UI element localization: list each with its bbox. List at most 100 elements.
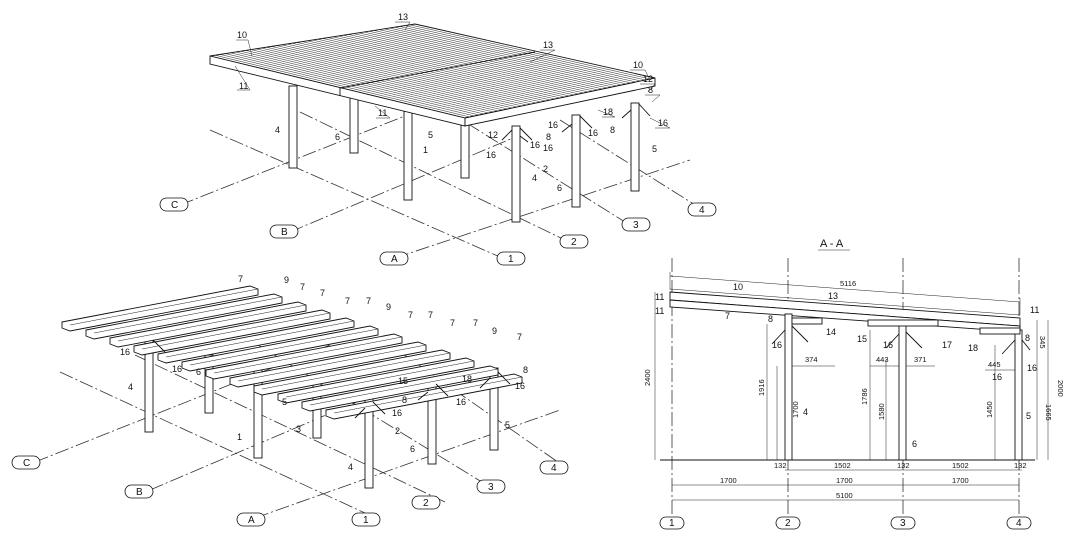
rafter-edge xyxy=(261,352,451,390)
part-label: 5 xyxy=(1026,411,1031,421)
part-label: 16 xyxy=(883,340,893,350)
roof-slat xyxy=(358,32,603,90)
roof-slat xyxy=(312,39,561,99)
rafter-edge xyxy=(213,336,403,374)
part-label: 6 xyxy=(196,367,201,377)
dim-label: 1580 xyxy=(877,403,886,420)
roof-slat xyxy=(389,27,632,84)
roof-slat xyxy=(322,38,570,97)
frame-pergola-view: C B A 1 2 3 4 7 9 7 7 7 7 9 7 7 7 7 9 7 … xyxy=(11,274,569,527)
part-label: 13 xyxy=(543,40,553,50)
dim-label: 5116 xyxy=(840,279,856,288)
dim-label: 1502 xyxy=(834,461,851,470)
axis-label: 4 xyxy=(699,205,705,216)
part-label: 5 xyxy=(652,144,657,154)
roof-slat xyxy=(363,31,608,89)
part-label: 6 xyxy=(410,444,415,454)
part-label: 7 xyxy=(725,311,730,321)
roof-slat xyxy=(327,37,575,96)
rafter xyxy=(277,357,475,404)
roof-slat xyxy=(338,35,584,94)
part-label: 4 xyxy=(532,173,537,183)
roof-slat xyxy=(379,29,622,86)
rafter xyxy=(181,325,379,372)
dim-label: 345 xyxy=(1038,336,1047,349)
part-label: 7 xyxy=(300,282,305,292)
rafter xyxy=(85,293,283,340)
part-label: 7 xyxy=(408,310,413,320)
rafter xyxy=(205,333,403,380)
roof-slat xyxy=(332,36,580,95)
dim-label: 132 xyxy=(897,461,910,470)
section-posts xyxy=(771,313,1031,461)
axis-label: C xyxy=(171,200,178,211)
part-label: 2 xyxy=(543,164,548,174)
part-label: 6 xyxy=(912,439,917,449)
roof-slat xyxy=(291,42,542,103)
part-label: 2 xyxy=(395,426,400,436)
part-label: 5 xyxy=(282,397,287,407)
part-labels: 10 11 13 13 10 12 8 18 16 8 16 16 16 8 1… xyxy=(237,12,668,193)
part-label: 6 xyxy=(335,132,340,142)
part-label: 16 xyxy=(1027,363,1037,373)
part-label: 10 xyxy=(237,30,247,40)
rafter xyxy=(253,349,451,396)
roof-slat xyxy=(409,24,651,80)
part-labels: 7 9 7 7 7 7 9 7 7 7 7 9 7 8 16 16 4 6 5 … xyxy=(120,274,528,472)
rafter-edge xyxy=(93,296,283,334)
part-label: 11 xyxy=(655,292,664,302)
part-label: 7 xyxy=(517,332,522,342)
axis-label: 4 xyxy=(1016,518,1022,529)
roof-slat xyxy=(271,46,523,107)
braces xyxy=(501,103,651,143)
part-label: 10 xyxy=(733,282,743,292)
part-label: 16 xyxy=(992,372,1002,382)
part-label: 11 xyxy=(655,306,664,316)
part-label: 7 xyxy=(473,318,478,328)
dim-label: 1700 xyxy=(952,476,969,485)
part-label: 8 xyxy=(610,125,615,135)
axis-labels: C B A 1 2 3 4 xyxy=(23,458,557,526)
section-a-a: A - A xyxy=(643,238,1065,530)
rafter-edge xyxy=(285,360,475,398)
rafter-edge xyxy=(141,312,331,350)
axis-label: 3 xyxy=(633,220,639,231)
part-label: 7 xyxy=(238,274,243,284)
part-label: 4 xyxy=(803,407,808,417)
part-label: 7 xyxy=(366,296,371,306)
part-label: 16 xyxy=(172,364,182,374)
roof-slat xyxy=(281,44,532,105)
part-label: 16 xyxy=(588,128,598,138)
rafter xyxy=(325,373,523,420)
roof-slat xyxy=(348,34,594,92)
dim-label: 374 xyxy=(805,355,818,364)
axis-label: A xyxy=(391,254,398,265)
part-label: 8 xyxy=(402,395,407,405)
roof-slat xyxy=(317,38,565,98)
dim-label: 1450 xyxy=(985,401,994,418)
rafter xyxy=(229,341,427,388)
axis-label: 1 xyxy=(363,515,369,526)
roof-slat xyxy=(394,26,637,83)
part-label: 11 xyxy=(378,108,387,118)
roof xyxy=(209,23,656,127)
axis-label: 4 xyxy=(551,463,557,474)
dim-label: 132 xyxy=(1014,461,1027,470)
roofed-pergola-view: C B A 1 2 3 4 10 11 13 13 10 12 8 18 16 … xyxy=(159,12,717,266)
rafter xyxy=(301,365,499,412)
part-label: 8 xyxy=(523,365,528,375)
axis-label: 3 xyxy=(488,482,494,493)
rafter-edge xyxy=(165,320,355,358)
roof-slat xyxy=(404,25,646,81)
roof-slat xyxy=(297,42,546,102)
rafter-edge xyxy=(189,328,379,366)
axis-bubbles xyxy=(659,516,1032,530)
dim-label: 445 xyxy=(988,360,1001,369)
part-label: 8 xyxy=(648,85,653,95)
part-label: 17 xyxy=(942,340,952,350)
rafter xyxy=(61,285,259,332)
part-label: 15 xyxy=(857,334,867,344)
part-label: 1 xyxy=(237,432,242,442)
roof-slat xyxy=(276,45,527,106)
